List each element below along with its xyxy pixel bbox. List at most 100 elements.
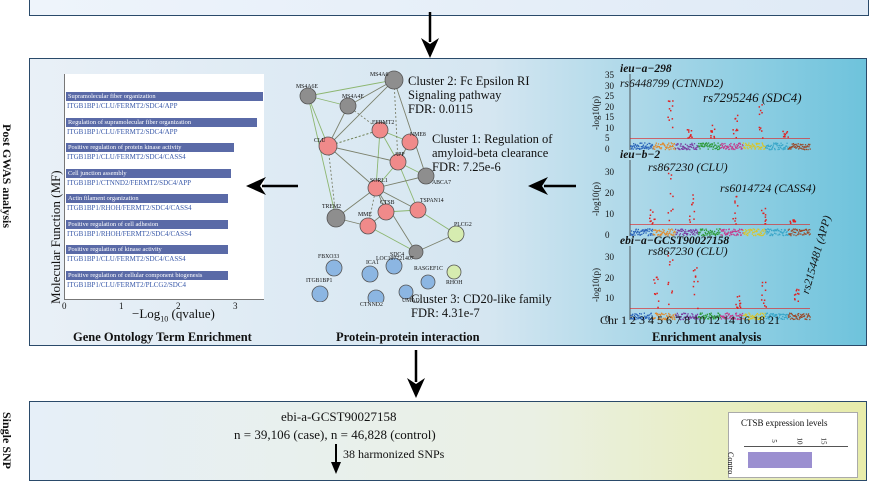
manhattan-point [760, 234, 762, 237]
manhattan-point [744, 147, 746, 150]
manhattan-point [642, 145, 644, 147]
manhattan-point [700, 145, 703, 147]
manhattan-point [804, 148, 806, 151]
manhattan-point [767, 228, 769, 230]
manhattan-point [734, 229, 736, 231]
manhattan-point [654, 146, 656, 148]
manhattan-sig-point [671, 259, 674, 261]
manhattan-point [731, 231, 733, 234]
manhattan-point [681, 145, 683, 147]
manhattan-point [637, 318, 639, 320]
manhattan-point [657, 318, 659, 321]
manhattan-point [699, 228, 702, 230]
manhattan-point [802, 143, 804, 146]
manhattan-point [777, 234, 779, 236]
manhattan-point [795, 317, 797, 319]
ppi-node [398, 284, 414, 300]
manhattan-point [690, 229, 693, 231]
manhattan-point [756, 312, 759, 315]
manhattan-point [685, 147, 688, 150]
manhattan-point [752, 143, 754, 146]
manhattan-point [775, 233, 777, 235]
manhattan-point [705, 233, 707, 235]
manhattan-point [735, 230, 737, 233]
manhattan-point [723, 232, 726, 234]
ppi-edge [375, 187, 417, 253]
manhattan-point [798, 312, 800, 315]
manhattan-point [645, 316, 648, 318]
manhattan-sig-point [794, 293, 797, 296]
manhattan-point [639, 148, 641, 150]
manhattan-point [720, 144, 722, 146]
manhattan-point [729, 145, 731, 148]
manhattan-point [643, 147, 645, 149]
manhattan-point [640, 313, 643, 315]
manhattan-point [701, 312, 703, 314]
manhattan-point [724, 233, 727, 235]
manhattan-point [726, 312, 728, 314]
manhattan-point [706, 144, 708, 147]
manhattan-point [691, 231, 694, 233]
manhattan-point [703, 234, 705, 237]
manhattan-point [708, 313, 711, 315]
manhattan-point [772, 313, 775, 315]
ppi-node [385, 257, 403, 275]
manhattan-point [635, 144, 637, 146]
manhattan-point [789, 318, 792, 320]
manhattan-point [700, 144, 702, 146]
manhattan-point [787, 313, 789, 316]
manhattan-point [787, 315, 790, 317]
manhattan-point [802, 313, 804, 316]
manhattan-sig-point [761, 111, 763, 114]
manhattan-sig-point [652, 222, 654, 224]
manhattan-point [795, 147, 798, 149]
manhattan-point [644, 316, 646, 318]
manhattan-sig-point [656, 292, 658, 295]
ppi-edge [307, 95, 337, 219]
manhattan-point [768, 148, 771, 151]
manhattan-point [673, 316, 675, 318]
manhattan-point [804, 228, 807, 231]
ppi-node [446, 264, 462, 280]
manhattan-point [656, 314, 658, 316]
manhattan-point [687, 232, 689, 235]
manhattan-point [686, 144, 688, 147]
manhattan-point [801, 145, 804, 148]
manhattan-point [669, 145, 671, 147]
manhattan-point [676, 316, 678, 318]
manhattan-point [719, 313, 721, 316]
manhattan-point [798, 146, 801, 148]
manhattan-sig-point [758, 106, 761, 108]
manhattan-point [771, 234, 774, 237]
manhattan-sig-point [668, 108, 671, 110]
manhattan-point [684, 316, 686, 318]
manhattan-point [755, 317, 757, 319]
manhattan-point [672, 145, 674, 148]
manhattan-sig-point [657, 306, 659, 309]
manhattan-point [693, 316, 695, 319]
manhattan-point [797, 233, 799, 235]
manhattan-sig-point [672, 195, 674, 198]
manhattan-point [792, 145, 794, 147]
manhattan-sig-point [711, 124, 714, 127]
manhattan-y-tick: 10 [605, 208, 614, 219]
go-term-genes: ITGB1BP1/RHOH/FERMT2/SDC4/CASS4 [67, 204, 192, 212]
manhattan-point [783, 147, 785, 149]
manhattan-point [798, 229, 801, 231]
manhattan-point [796, 229, 799, 232]
manhattan-point [804, 315, 806, 317]
manhattan-point [781, 231, 783, 234]
manhattan-point [779, 234, 781, 236]
manhattan-point [781, 313, 783, 316]
manhattan-point [639, 317, 642, 319]
manhattan-point [630, 148, 633, 150]
manhattan-point [730, 317, 733, 320]
manhattan-point [676, 143, 679, 145]
manhattan-point [638, 231, 640, 233]
go-term-genes: ITGB1BP1/CLU/FERMT2/PLCG2/SDC4 [67, 280, 187, 289]
manhattan-sig-point [670, 178, 672, 180]
manhattan-point [668, 142, 670, 144]
manhattan-point [800, 316, 802, 319]
manhattan-point [735, 312, 738, 314]
manhattan-point [772, 146, 774, 148]
